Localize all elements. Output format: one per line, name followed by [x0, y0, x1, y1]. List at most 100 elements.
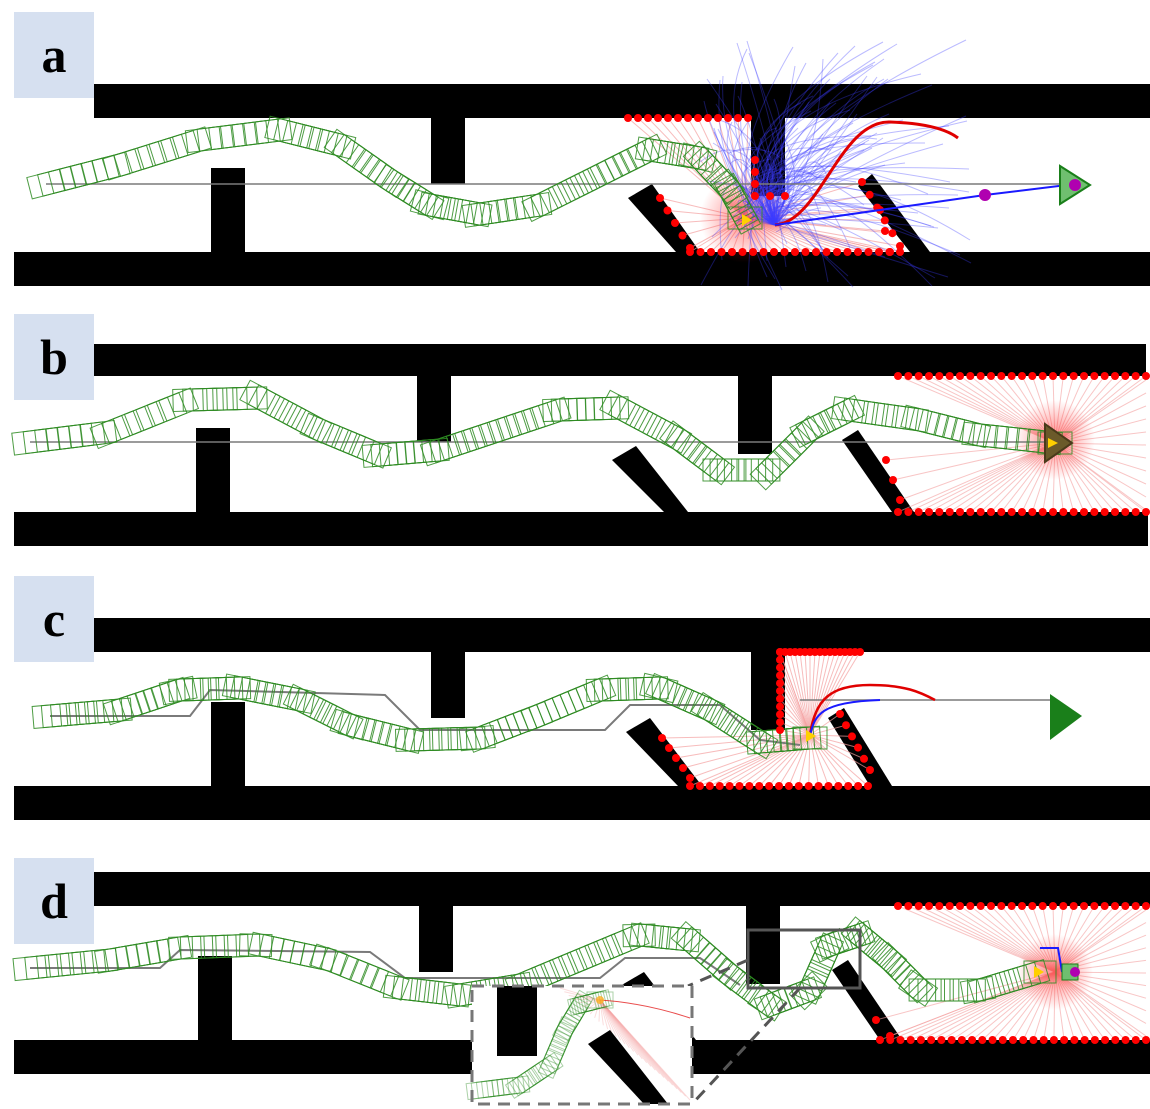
robot-trail-d — [12, 916, 1057, 1022]
sensor-point — [776, 702, 784, 711]
sensor-ray — [599, 999, 691, 1101]
goal-triangle-icon-b — [1044, 422, 1074, 464]
trail-footprint — [238, 933, 273, 958]
robot-trail-c — [31, 672, 828, 760]
sample-trajectory — [728, 147, 779, 226]
trail-footprint — [202, 387, 238, 412]
panel-label-b: b — [14, 314, 94, 400]
sensor-point — [755, 782, 764, 790]
sensor-point — [1100, 508, 1109, 516]
trail-footprint — [665, 926, 701, 953]
sensor-ray — [809, 651, 816, 736]
sensor-points-c — [658, 648, 874, 790]
sample-trajectory — [774, 136, 796, 226]
sensor-point — [634, 114, 642, 122]
sensor-point — [896, 248, 904, 256]
sensor-point — [894, 508, 902, 516]
sensor-point — [865, 190, 874, 199]
trail-footprint — [610, 922, 650, 957]
trail-footprint — [435, 980, 472, 1008]
sensor-point — [956, 902, 964, 910]
sensor-point — [1059, 372, 1068, 380]
sample-trajectory — [706, 78, 777, 226]
sample-trajectory — [774, 58, 824, 226]
sensor-ray — [789, 651, 811, 736]
trail-footprint — [160, 129, 201, 163]
sensor-point — [791, 248, 799, 256]
trail-footprint — [24, 953, 60, 980]
trail-footprint — [191, 934, 226, 959]
sensor-ray — [599, 999, 604, 1026]
sensor-point — [824, 782, 833, 790]
robot-marker-icon-b — [1048, 438, 1058, 448]
sensor-point — [1142, 372, 1150, 380]
sample-trajectory — [774, 65, 796, 226]
sensor-point — [976, 372, 985, 380]
sample-trajectory — [774, 76, 878, 226]
sensor-ray — [784, 651, 811, 736]
sample-trajectory — [763, 218, 886, 258]
sample-trajectory — [769, 39, 967, 226]
sample-trajectory — [774, 137, 884, 226]
sensor-point — [1131, 1036, 1140, 1044]
trail-footprint — [579, 989, 611, 1013]
sensor-ray — [599, 999, 669, 1082]
trail-footprint — [925, 411, 966, 442]
goal-triangle-icon-c — [1050, 694, 1082, 740]
trail-footprint — [91, 151, 131, 183]
sensor-point — [751, 180, 759, 188]
sample-trajectory — [766, 147, 832, 226]
sensor-point — [686, 244, 694, 252]
sample-trajectory — [759, 137, 778, 226]
sensor-ray — [599, 999, 609, 1030]
trail-footprint — [59, 700, 97, 727]
sensor-ray — [809, 651, 861, 736]
panel-b — [11, 344, 1150, 546]
sensor-point — [1039, 1036, 1048, 1044]
trail-footprint — [299, 124, 339, 156]
sensor-point — [876, 1036, 884, 1044]
trail-footprint — [36, 952, 72, 979]
sensor-point — [968, 1036, 977, 1044]
trail-footprint — [561, 996, 591, 1029]
sensor-point — [935, 508, 944, 516]
sensor-point — [1038, 372, 1047, 380]
sensor-point — [1142, 508, 1150, 516]
goal-waypoint-a — [1069, 179, 1081, 191]
sensor-point — [894, 372, 902, 380]
sensor-ray — [599, 999, 643, 1060]
trail-footprint — [504, 1069, 537, 1100]
trail-footprint — [514, 192, 553, 220]
sample-trajectory — [757, 127, 778, 226]
trail-footprint — [226, 933, 261, 958]
sample-trajectory — [754, 168, 838, 226]
sensor-point — [714, 114, 722, 122]
sample-trajectory — [774, 194, 959, 226]
sample-trajectory — [739, 81, 776, 226]
sample-trajectory — [774, 115, 967, 226]
sample-trajectory — [774, 207, 822, 226]
sensor-point — [656, 194, 664, 202]
trail-footprint — [566, 992, 598, 1017]
sensor-ray — [779, 729, 811, 736]
sensor-point — [671, 219, 679, 227]
sensor-point — [864, 248, 873, 256]
trail-footprint — [551, 1012, 581, 1045]
sensor-ray — [729, 734, 811, 787]
trail-footprint — [512, 1064, 545, 1094]
trail-footprint — [1012, 958, 1051, 991]
trail-footprint — [823, 394, 866, 432]
sensor-point — [997, 902, 1006, 910]
sensor-point — [858, 178, 866, 186]
sensor-point — [751, 192, 759, 200]
trail-footprint — [59, 950, 95, 977]
inset-wall-block — [497, 986, 537, 1056]
sensor-point — [679, 764, 687, 772]
sensor-point — [886, 1032, 894, 1040]
trail-footprint — [527, 1054, 560, 1084]
sensor-point — [686, 774, 694, 782]
sensor-point — [842, 721, 850, 730]
sensor-ray — [779, 698, 811, 736]
sample-trajectory — [762, 73, 922, 226]
trail-footprint — [537, 1047, 564, 1079]
